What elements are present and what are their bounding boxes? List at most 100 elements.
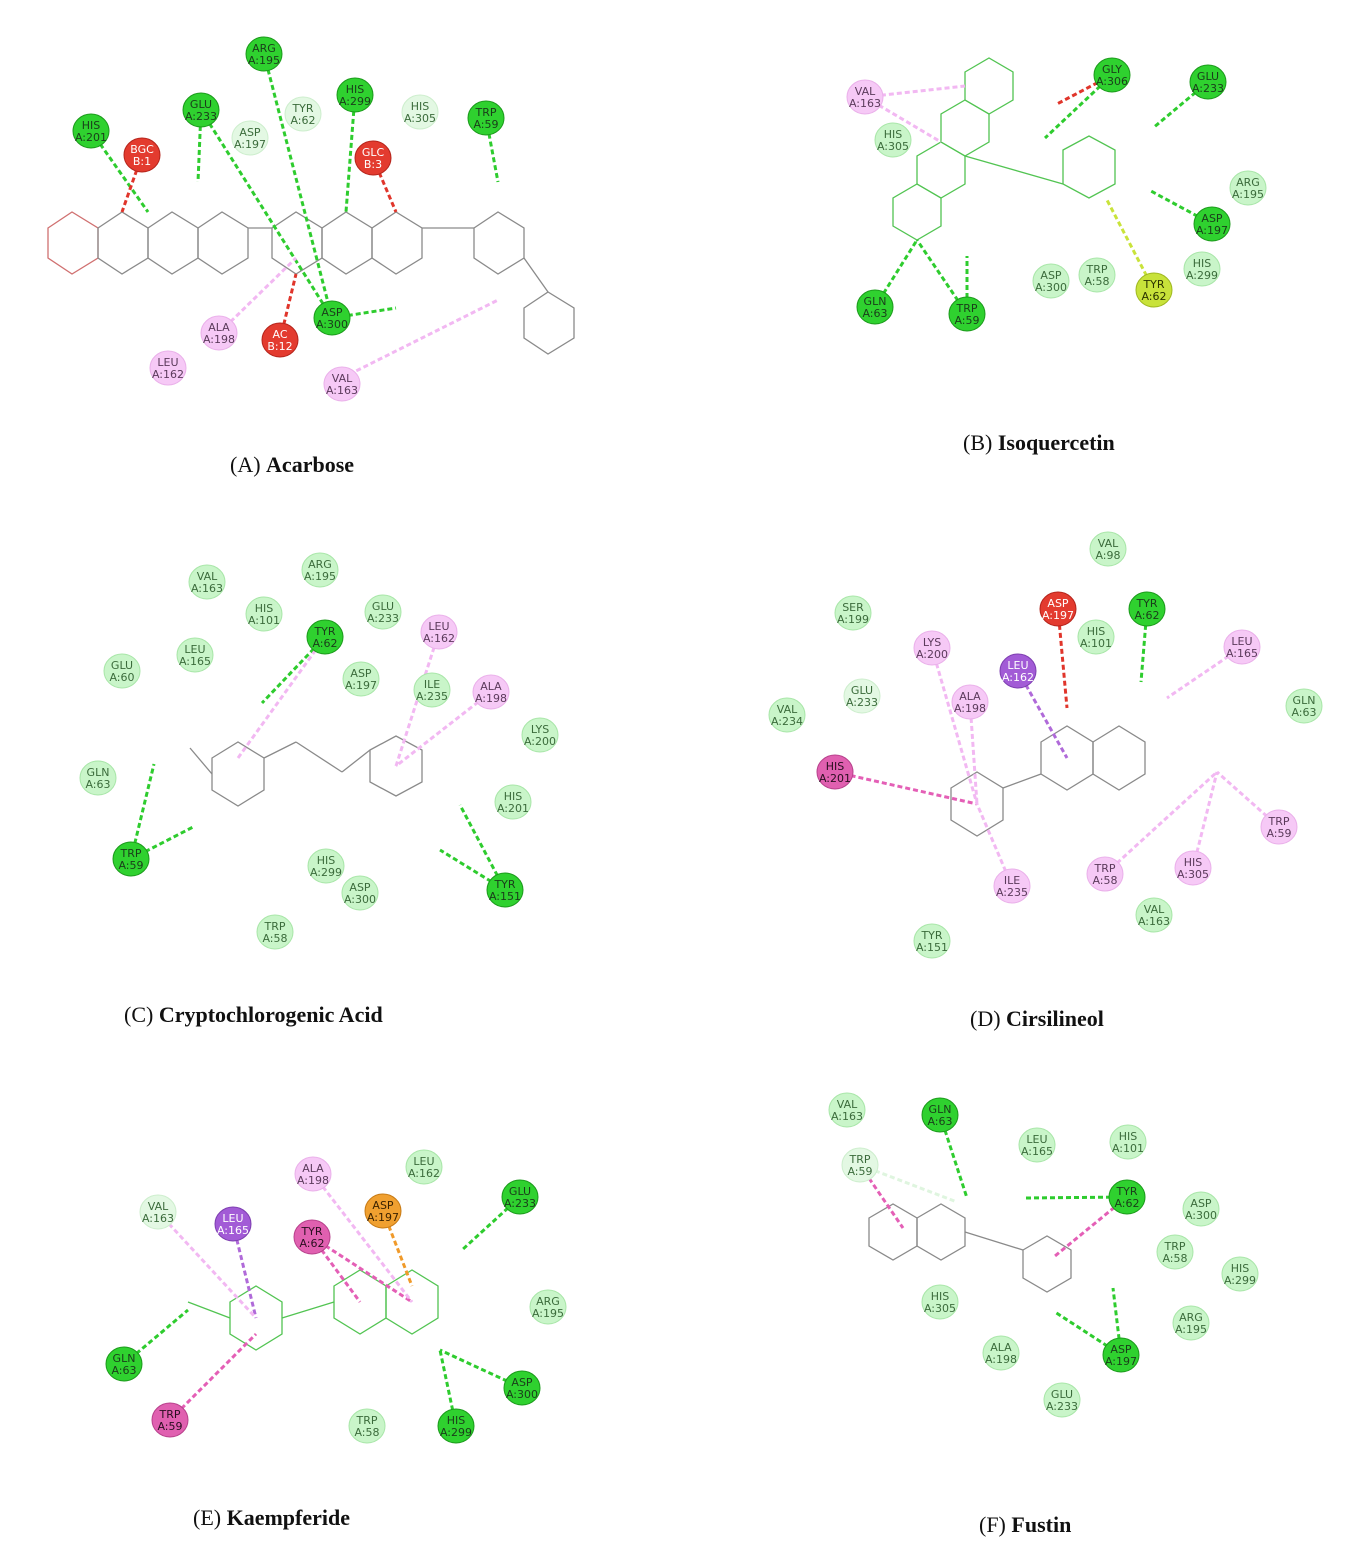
caption-f-name: Fustin (1011, 1512, 1072, 1537)
residue-id: A:63 (927, 1115, 952, 1128)
residue-circle (472, 674, 510, 710)
residue-id: A:197 (345, 679, 377, 692)
residue-id: A:163 (849, 97, 881, 110)
residue-id: A:63 (85, 778, 110, 791)
residue-name: ASP (350, 667, 372, 680)
residue-id: A:165 (217, 1224, 249, 1237)
residue-name: LEU (413, 1155, 434, 1168)
residue-id: A:60 (109, 671, 134, 684)
residues-e: ALAA:198LEUA:162VALA:163ASPA:197GLUA:233… (105, 1149, 567, 1444)
residue-circle (437, 1408, 475, 1444)
residue-circle (841, 1147, 879, 1183)
panel-a-diagram: HISA:201BGCB:1GLUA:233ASPA:197ARGA:195TY… (47, 36, 575, 402)
residue-name: ALA (480, 680, 502, 693)
residue-id: A:151 (916, 941, 948, 954)
residue-id: A:163 (191, 582, 223, 595)
residue-id: A:162 (408, 1167, 440, 1180)
residue-circle (364, 1193, 402, 1229)
residue-circle (401, 94, 439, 130)
residue-circle (105, 1346, 143, 1382)
residue-circle (348, 1408, 386, 1444)
residue-id: A:163 (1138, 915, 1170, 928)
residue-name: GLN (113, 1352, 136, 1365)
residue-id: A:300 (316, 318, 348, 331)
residue-name: TYR (920, 929, 942, 942)
caption-e-letter: (E) (193, 1505, 222, 1530)
residue-name: TRP (356, 1414, 378, 1427)
residue-name: ALA (208, 321, 230, 334)
residue-id: A:62 (299, 1237, 324, 1250)
residue-name: GLU (111, 659, 133, 672)
residue-id: A:101 (1080, 637, 1112, 650)
residue-node: ACB:12 (261, 322, 299, 358)
residue-id: A:165 (179, 655, 211, 668)
residue-circle (176, 637, 214, 673)
residue-id: A:305 (1177, 868, 1209, 881)
residue-id: A:58 (1084, 275, 1109, 288)
residue-id: A:299 (1224, 1274, 1256, 1287)
residue-name: HIS (884, 128, 903, 141)
residue-name: LEU (1026, 1133, 1047, 1146)
residue-circle (313, 300, 351, 336)
residue-id: A:197 (1042, 609, 1074, 622)
residue-id: B:12 (267, 340, 292, 353)
ligand-cryptochlorogenic-acid (189, 735, 423, 807)
residue-id: A:198 (203, 333, 235, 346)
residue-circle (494, 784, 532, 820)
residue-circle (188, 564, 226, 600)
residue-id: A:305 (404, 112, 436, 125)
residue-id: A:300 (506, 1388, 538, 1401)
residue-name: TYR (1115, 1185, 1137, 1198)
residue-name: HIS (1119, 1130, 1138, 1143)
residue-id: A:233 (367, 612, 399, 625)
residue-name: ARG (1179, 1311, 1203, 1324)
residue-name: GLN (929, 1103, 952, 1116)
residue-name: HIS (1231, 1262, 1250, 1275)
residue-circle (323, 366, 361, 402)
residue-name: LEU (222, 1212, 243, 1225)
residue-id: A:300 (344, 893, 376, 906)
residue-id: A:197 (1196, 224, 1228, 237)
residue-name: ASP (1047, 597, 1069, 610)
residue-name: TYR (493, 878, 515, 891)
residue-id: A:197 (234, 138, 266, 151)
residue-name: VAL (148, 1200, 169, 1213)
residue-id: B:1 (133, 155, 151, 168)
residue-circle (921, 1284, 959, 1320)
residue-id: A:165 (1021, 1145, 1053, 1158)
residue-circle (913, 923, 951, 959)
residue-circle (256, 914, 294, 950)
residue-circle (214, 1206, 252, 1242)
caption-a-letter: (A) (230, 452, 261, 477)
residue-name: GLU (1197, 70, 1219, 83)
residue-circle (79, 760, 117, 796)
residue-id: A:201 (75, 131, 107, 144)
residue-id: A:162 (423, 632, 455, 645)
residue-circle (112, 841, 150, 877)
residue-circle (413, 672, 451, 708)
residue-id: A:59 (847, 1165, 872, 1178)
residue-id: A:101 (1112, 1142, 1144, 1155)
residue-circle (1193, 206, 1231, 242)
residue-id: A:198 (954, 702, 986, 715)
residue-circle (1135, 897, 1173, 933)
residue-name: ASP (1201, 212, 1223, 225)
